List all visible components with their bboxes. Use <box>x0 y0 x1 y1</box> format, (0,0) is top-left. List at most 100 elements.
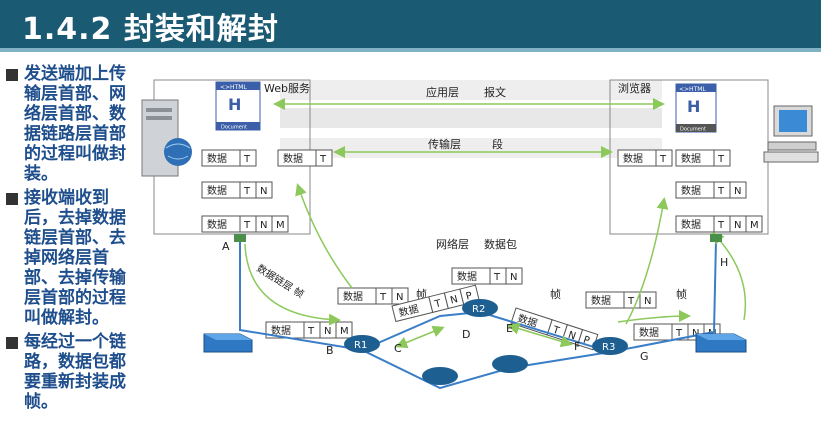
packet-field: T <box>493 272 501 283</box>
packet-field: 数据 <box>343 290 363 303</box>
packet-field: T <box>627 296 635 307</box>
packet-field: 数据 <box>681 218 701 231</box>
svg-text:H: H <box>687 97 700 116</box>
svg-text:R1: R1 <box>354 340 367 351</box>
encapsulation-diagram: <>HTML H Document <>HTML H Document Web服… <box>141 79 819 390</box>
packet-field: T <box>319 154 327 165</box>
nic-icon <box>234 234 246 242</box>
bullet-square-icon <box>6 337 18 349</box>
server-icon <box>141 99 192 177</box>
packet-field: T <box>433 298 443 311</box>
packet-field: T <box>675 328 683 339</box>
packet-field: 数据 <box>207 218 227 231</box>
packet-box: 数据 T <box>277 149 333 167</box>
packet-label: 数据包 <box>484 237 517 251</box>
svg-text:R3: R3 <box>602 342 615 353</box>
point-label: F <box>574 340 580 353</box>
packet-field: 数据 <box>681 184 701 197</box>
router-icon: R1 <box>344 335 380 353</box>
packet-field: N <box>734 220 741 231</box>
frame-label: 帧 <box>676 287 687 301</box>
packet-field: M <box>750 220 759 231</box>
packet-field: 数据 <box>681 152 701 165</box>
packet-field: M <box>276 220 285 231</box>
packet-field: P <box>465 291 474 303</box>
svg-text:Document: Document <box>221 125 247 131</box>
app-layer-band <box>280 80 662 100</box>
app-layer-label: 应用层 <box>426 85 459 99</box>
packet-field: 数据 <box>639 326 659 339</box>
packet-field: T <box>717 220 725 231</box>
packet-field: T <box>243 220 251 231</box>
title-underline <box>0 48 821 52</box>
packet-field: T <box>379 292 387 303</box>
packet-field: 数据 <box>591 294 611 307</box>
router-icon <box>492 355 528 373</box>
html-document-icon: <>HTML H Document <box>215 81 261 131</box>
datalink-frame-label: 数据链层 帧 <box>254 262 306 301</box>
bullet-item: 发送端加上传输层首部、网络层首部、数据链路层首部的过程叫做封装。 <box>4 64 140 184</box>
router-icon: R2 <box>462 299 498 317</box>
packet-field: T <box>659 154 667 165</box>
bullet-text: 发送端加上传输层首部、网络层首部、数据链路层首部的过程叫做封装。 <box>24 64 126 184</box>
bullet-item: 接收端收到后，去掉数据链层首部、去掉网络层首部、去掉传输层首部的过程叫做解封。 <box>4 188 140 328</box>
transport-layer-label: 传输层 <box>428 137 461 151</box>
bullet-item: 每经过一个链路，数据包都要重新封装成帧。 <box>4 332 140 412</box>
frame-label: 帧 <box>416 287 427 301</box>
packet-field: 数据 <box>283 152 303 165</box>
packet-field: T <box>307 326 315 337</box>
router-icon <box>422 367 458 385</box>
html-document-icon: <>HTML H Document <box>675 83 717 133</box>
packet-field: N <box>449 294 459 306</box>
point-label: G <box>640 350 649 363</box>
point-label: D <box>462 328 470 341</box>
packet-box: 数据 T <box>675 149 731 167</box>
router-icon: R3 <box>592 337 628 355</box>
svg-text:R2: R2 <box>472 304 485 315</box>
packet-field: N <box>260 220 267 231</box>
packet-field: 数据 <box>207 184 227 197</box>
point-label: A <box>222 240 230 253</box>
slide-title: 1.4.2 封装和解封 <box>22 12 279 47</box>
browser-label: 浏览器 <box>618 81 651 95</box>
nic-icon <box>710 234 722 242</box>
packet-box: 数据 T <box>617 149 673 167</box>
packet-field: N <box>260 186 267 197</box>
segment-label: 段 <box>492 137 503 151</box>
packet-field: 数据 <box>207 152 227 165</box>
svg-text:<>HTML: <>HTML <box>220 84 247 91</box>
packet-field: N <box>734 186 741 197</box>
bullet-text: 每经过一个链路，数据包都要重新封装成帧。 <box>24 332 126 412</box>
packet-field: T <box>717 154 725 165</box>
bullet-text: 接收端收到后，去掉数据链层首部、去掉网络层首部、去掉传输层首部的过程叫做解封。 <box>24 188 126 328</box>
packet-field: T <box>717 186 725 197</box>
network-layer-label: 网络层 <box>436 237 469 251</box>
svg-text:H: H <box>228 95 241 114</box>
bullet-list: 发送端加上传输层首部、网络层首部、数据链路层首部的过程叫做封装。 接收端收到后，… <box>4 64 140 416</box>
computer-icon <box>763 105 819 163</box>
bullet-square-icon <box>6 193 18 205</box>
title-bar: 1.4.2 封装和解封 <box>0 0 821 52</box>
routing-arrows <box>244 183 747 349</box>
packet-field: N <box>324 326 331 337</box>
packet-field: 数据 <box>271 324 291 337</box>
svg-text:<>HTML: <>HTML <box>679 86 706 93</box>
switch-icon <box>695 333 747 353</box>
web-service-label: Web服务 <box>264 82 310 95</box>
app-layer-band-2 <box>280 108 662 128</box>
message-label: 报文 <box>484 85 506 99</box>
bullet-square-icon <box>6 69 18 81</box>
packet-field: T <box>243 186 251 197</box>
packet-field: 数据 <box>623 152 643 165</box>
